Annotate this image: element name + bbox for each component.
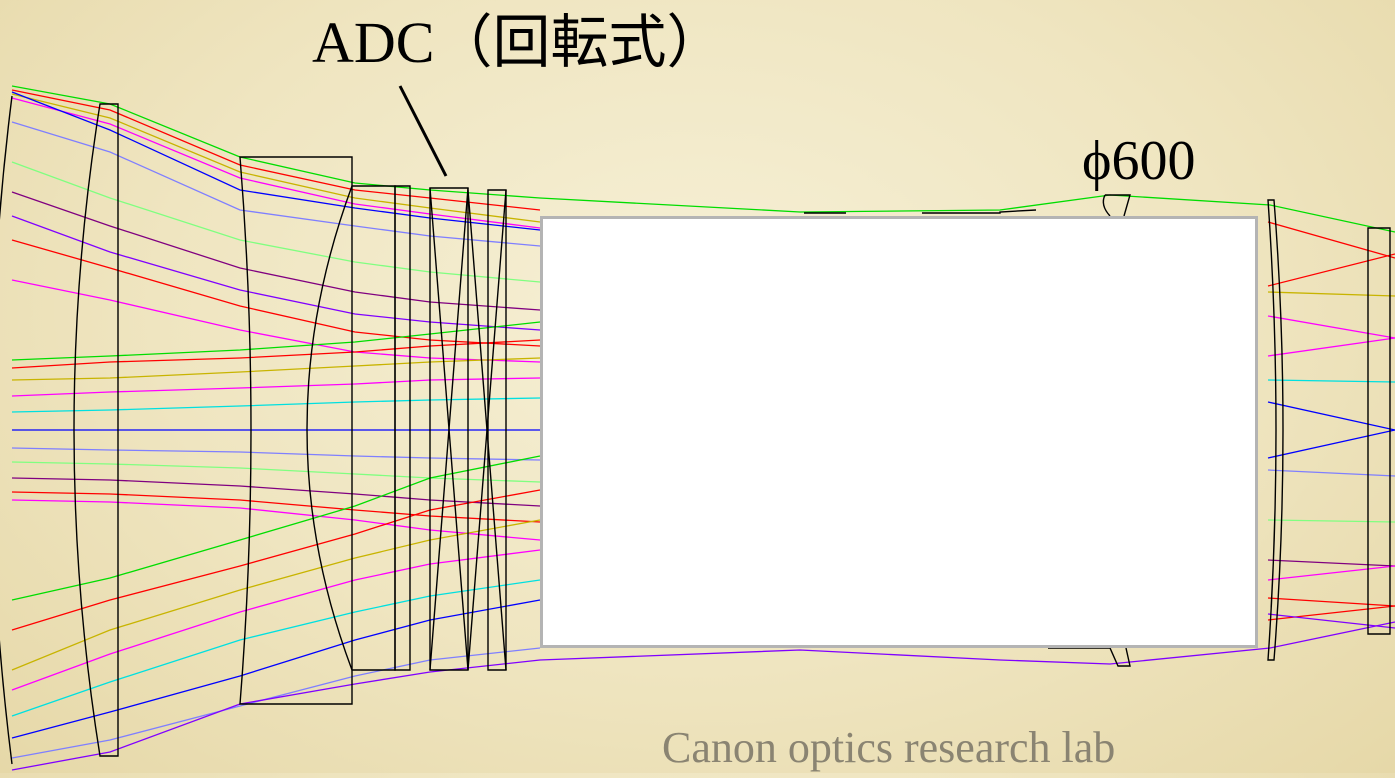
ray-43 — [1267, 605, 1395, 621]
ray-3 — [11, 97, 541, 229]
ray-9 — [11, 239, 541, 347]
ray-24 — [11, 519, 541, 671]
ray-17 — [11, 447, 541, 461]
lens-element-14 — [1102, 194, 1111, 217]
lens-element-4 — [394, 185, 411, 671]
ray-31 — [1267, 253, 1395, 287]
ray-40 — [1267, 559, 1395, 567]
ray-2 — [11, 93, 541, 223]
ray-37 — [1267, 429, 1395, 459]
lens-element-17 — [1367, 227, 1391, 635]
ray-21 — [11, 499, 541, 541]
ray-34 — [1267, 337, 1395, 357]
ray-6 — [11, 161, 541, 283]
ray-15 — [11, 397, 541, 413]
lens-element-2 — [239, 156, 353, 705]
ray-20 — [11, 491, 541, 523]
ray-29 — [11, 621, 1395, 771]
adc-label: ADC（回転式） — [312, 10, 725, 75]
ray-1 — [11, 89, 541, 211]
lens-element-13 — [1105, 194, 1131, 217]
adc-pointer-line — [398, 85, 448, 177]
ray-25 — [11, 549, 541, 691]
ray-38 — [1267, 469, 1395, 477]
ray-44 — [1267, 613, 1395, 629]
ray-0 — [11, 85, 1395, 233]
ray-7 — [11, 191, 541, 311]
ray-12 — [11, 339, 541, 369]
lens-element-0 — [73, 103, 119, 757]
ray-11 — [11, 321, 541, 361]
ray-42 — [1267, 597, 1395, 607]
lens-element-12 — [922, 209, 1037, 214]
ray-19 — [11, 477, 541, 507]
diameter-label: ϕ600 — [1082, 130, 1196, 192]
ray-26 — [11, 579, 541, 717]
ray-39 — [1267, 519, 1395, 523]
ray-36 — [1267, 401, 1395, 431]
ray-35 — [1267, 379, 1395, 383]
lens-element-16 — [1267, 199, 1284, 661]
ray-28 — [11, 647, 541, 759]
lens-element-15 — [1048, 647, 1131, 667]
ray-13 — [11, 357, 541, 381]
ray-23 — [11, 489, 541, 631]
ray-18 — [11, 461, 541, 483]
lens-element-7 — [429, 187, 469, 671]
ray-14 — [11, 377, 541, 397]
ray-5 — [11, 121, 541, 247]
ray-22 — [11, 455, 541, 601]
lens-element-3 — [306, 185, 396, 671]
lens-element-10 — [467, 189, 507, 671]
ray-30 — [1267, 221, 1395, 259]
ray-4 — [11, 91, 541, 231]
ray-33 — [1267, 315, 1395, 339]
ray-8 — [11, 215, 541, 331]
ray-32 — [1267, 291, 1395, 297]
ray-41 — [1267, 565, 1395, 581]
redaction-overlay — [540, 216, 1258, 648]
credit-watermark: Canon optics research lab — [662, 723, 1116, 772]
ray-10 — [11, 279, 541, 363]
lens-element-1 — [0, 95, 13, 765]
